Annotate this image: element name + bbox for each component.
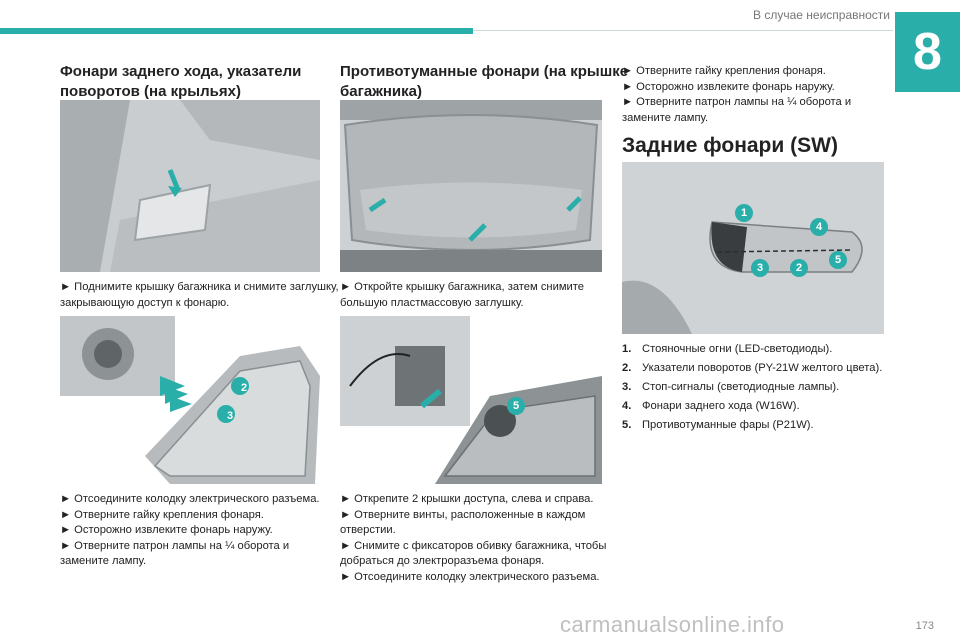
col2-heading-line: багажника) — [340, 83, 422, 100]
callout-2: 2 — [790, 259, 808, 277]
callout-5: 5 — [512, 400, 520, 412]
photo-trunk-cover — [60, 100, 320, 272]
callout-3: 3 — [751, 259, 769, 277]
photo-tail-lamp-removal — [60, 316, 320, 484]
text-line: отверстии. — [340, 524, 396, 536]
text-line: большую пластмассовую заглушку. — [340, 296, 524, 309]
text-line: закрывающую доступ к фонарю. — [60, 296, 230, 309]
legend-item: 5.Противотуманные фары (P21W). — [622, 419, 814, 431]
col1-heading-line: поворотов (на крыльях) — [60, 83, 241, 100]
col3-heading: Задние фонари (SW) — [622, 134, 838, 157]
col1-steps2: ► Отсоедините колодку электрического раз… — [60, 492, 320, 570]
text-line: ► Откройте крышку багажника, затем сними… — [340, 281, 585, 293]
col3-top-steps: ► Отверните гайку крепления фонаря. ► Ос… — [622, 64, 851, 126]
text-line: ► Отверните винты, расположенные в каждо… — [340, 508, 586, 521]
col3-legend: 1.Стояночные огни (LED-светодиоды). 2.Ук… — [622, 340, 882, 435]
text-line: ► Отверните гайку крепления фонаря. — [622, 65, 826, 77]
header-rule — [473, 30, 893, 31]
text-line: замените лампу. — [622, 111, 709, 124]
section-title: В случае неисправности — [753, 8, 890, 22]
chapter-number-badge: 8 — [895, 12, 960, 92]
legend-item: 2.Указатели поворотов (PY-21W желтого цв… — [622, 362, 883, 374]
col1-heading-line: Фонари заднего хода, указатели — [60, 63, 302, 80]
text-line: ► Отсоедините колодку электрического раз… — [60, 493, 320, 505]
text-line: ► Отверните патрон лампы на ¼ оборота и — [622, 96, 852, 108]
header-accent-bar — [0, 28, 473, 34]
text-line: ► Отверните гайку крепления фонаря. — [60, 508, 264, 521]
callout-5: 5 — [829, 251, 847, 269]
page-number: 173 — [915, 620, 934, 632]
col2-step1: ► Откройте крышку багажника, затем сними… — [340, 280, 584, 311]
callout-4: 4 — [810, 218, 828, 236]
callout-2: 2 — [240, 382, 248, 394]
col2-heading-line: Противотуманные фонари (на крышке — [340, 63, 629, 80]
text-line: ► Осторожно извлеките фонарь наружу. — [60, 524, 273, 536]
text-line: ► Осторожно извлеките фонарь наружу. — [622, 80, 835, 93]
col2-heading: Противотуманные фонари (на крышке багажн… — [340, 62, 628, 102]
text-line: ► Снимите с фиксаторов обивку багажника,… — [340, 539, 607, 552]
photo-rear-lamps-sw — [622, 162, 884, 334]
text-line: добраться до электроразъема фонаря. — [340, 555, 545, 567]
col2-steps2: ► Открепите 2 крышки доступа, слева и сп… — [340, 492, 606, 585]
callout-1: 1 — [735, 204, 753, 222]
text-line: ► Открепите 2 крышки доступа, слева и сп… — [340, 493, 594, 505]
callout-3: 3 — [226, 410, 234, 422]
photo-fog-lamp — [340, 316, 602, 484]
photo-tailgate-trim — [340, 100, 602, 272]
legend-item: 1.Стояночные огни (LED-светодиоды). — [622, 343, 833, 355]
text-line: ► Отсоедините колодку электрического раз… — [340, 570, 600, 583]
text-line: замените лампу. — [60, 555, 147, 567]
legend-item: 3.Стоп-сигналы (светодиодные лампы). — [622, 381, 840, 393]
col1-heading: Фонари заднего хода, указатели поворотов… — [60, 62, 301, 102]
text-line: ► Поднимите крышку багажника и снимите з… — [60, 281, 339, 293]
text-line: ► Отверните патрон лампы на ¼ оборота и — [60, 539, 290, 552]
legend-item: 4.Фонари заднего хода (W16W). — [622, 400, 800, 412]
col1-step1: ► Поднимите крышку багажника и снимите з… — [60, 280, 339, 311]
watermark: carmanualsonline.info — [560, 612, 785, 637]
